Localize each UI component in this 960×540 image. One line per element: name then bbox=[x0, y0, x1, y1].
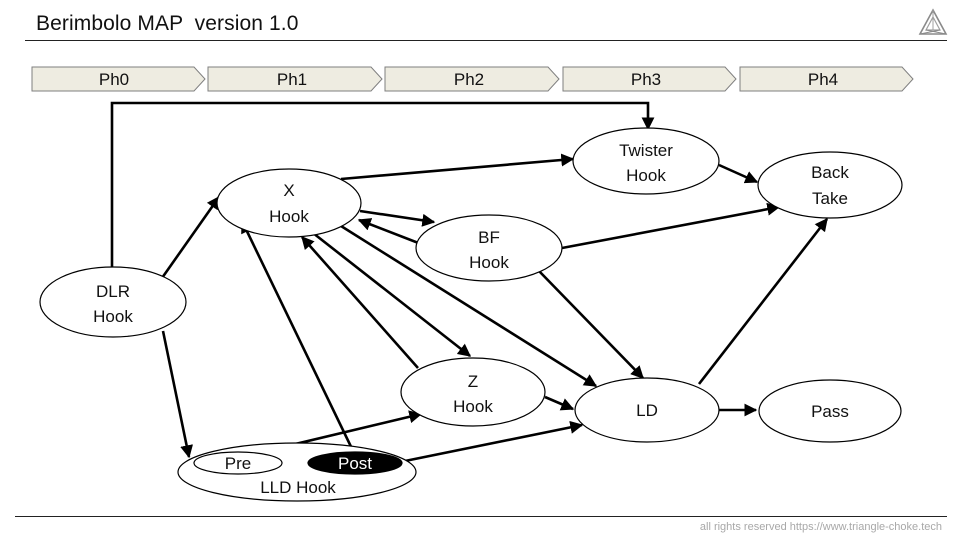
copyright-footer: all rights reserved https://www.triangle… bbox=[699, 521, 942, 533]
node-pre: Pre bbox=[193, 451, 283, 475]
page-title: Berimbolo MAP version 1.0 bbox=[36, 12, 299, 35]
phase-ph1: Ph1 bbox=[207, 66, 383, 92]
phase-label: Ph0 bbox=[99, 70, 129, 89]
node-bf-hook: BF Hook bbox=[415, 214, 563, 282]
phase-ph2: Ph2 bbox=[384, 66, 560, 92]
edge-bf-to-back bbox=[561, 202, 781, 250]
edge-post-to-x bbox=[240, 219, 357, 456]
node-label: Hook bbox=[93, 307, 133, 326]
edge-bf-to-x bbox=[357, 218, 422, 246]
node-label: Pass bbox=[811, 402, 849, 421]
edge-dlr-to-pre bbox=[161, 330, 194, 459]
node-post: Post bbox=[307, 451, 403, 475]
edge-twister-to-back bbox=[718, 163, 759, 184]
node-label: BF bbox=[478, 228, 500, 247]
phase-label: Ph2 bbox=[454, 70, 484, 89]
edge-z-to-ld bbox=[544, 395, 575, 411]
node-label: Twister bbox=[619, 141, 673, 160]
connectors bbox=[110, 101, 829, 470]
berimbolo-map-diagram: Ph0 Ph1 Ph2 Ph3 Ph4 bbox=[31, 66, 914, 502]
edge-dlr-to-twister bbox=[110, 101, 655, 270]
node-x-hook: X Hook bbox=[216, 168, 362, 238]
phase-ph4: Ph4 bbox=[739, 66, 914, 92]
footer-divider bbox=[15, 516, 947, 517]
phase-ph3: Ph3 bbox=[562, 66, 737, 92]
edge-bf-to-ld bbox=[538, 270, 644, 379]
triangle-logo-icon bbox=[918, 8, 948, 35]
phase-ph0: Ph0 bbox=[31, 66, 206, 92]
node-label: LD bbox=[636, 401, 658, 420]
edge-z-to-x bbox=[301, 236, 419, 369]
edge-post-to-ld bbox=[399, 420, 584, 464]
node-label: Back bbox=[811, 163, 849, 182]
edge-ld-to-back bbox=[697, 217, 829, 385]
node-label: Hook bbox=[269, 207, 309, 226]
node-twister-hook: Twister Hook bbox=[572, 127, 720, 195]
node-pass: Pass bbox=[758, 379, 902, 443]
node-label: Post bbox=[338, 454, 372, 473]
node-label: Z bbox=[468, 372, 478, 391]
edge-x-to-twister bbox=[340, 153, 575, 181]
node-label: LLD Hook bbox=[260, 478, 336, 497]
node-back-take: Back Take bbox=[757, 151, 903, 219]
node-label: Take bbox=[812, 189, 848, 208]
node-label: Hook bbox=[469, 253, 509, 272]
phase-bar: Ph0 Ph1 Ph2 Ph3 Ph4 bbox=[31, 66, 914, 92]
header-divider bbox=[25, 40, 947, 41]
phase-label: Ph4 bbox=[808, 70, 838, 89]
node-label: Pre bbox=[225, 454, 251, 473]
edge-x-to-ld bbox=[340, 224, 598, 388]
edge-x-to-bf bbox=[359, 209, 436, 227]
node-ld: LD bbox=[574, 377, 720, 443]
edge-dlr-to-x bbox=[160, 195, 221, 279]
edge-x-to-z bbox=[312, 231, 472, 358]
node-label: X bbox=[283, 181, 294, 200]
phase-label: Ph1 bbox=[277, 70, 307, 89]
node-label: Hook bbox=[626, 166, 666, 185]
phase-label: Ph3 bbox=[631, 70, 661, 89]
node-label: DLR bbox=[96, 282, 130, 301]
node-label: Hook bbox=[453, 397, 493, 416]
node-dlr-hook: DLR Hook bbox=[39, 266, 187, 338]
node-z-hook: Z Hook bbox=[400, 357, 546, 427]
